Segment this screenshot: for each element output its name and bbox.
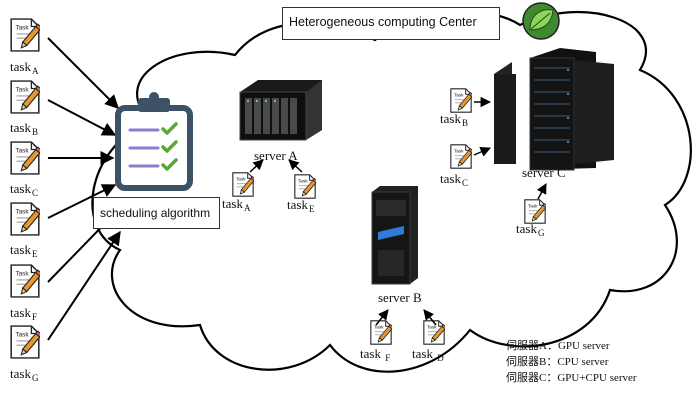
server-b-task-label: task D [412,346,444,364]
left-task-label: taskE [10,242,38,260]
server-c-task-label: taskB [440,111,468,129]
server-b-task-label: task F [360,346,391,364]
server-a-task-label: taskA [222,196,251,214]
left-task-label: taskF [10,305,37,323]
server-b-label: server B [378,290,422,305]
dispatch-arrows [47,37,121,341]
server-a-image [239,80,322,141]
left-task-label: taskA [10,59,39,77]
left-task-label: taskC [10,181,38,199]
left-task-label: taskB [10,120,38,138]
server-c-image [494,48,614,171]
clipboard-checklist-icon [115,92,193,191]
server-c-label: server C [522,165,566,180]
leaf-logo-icon [522,2,560,40]
scheduler-box: scheduling algorithm [93,197,220,229]
server-a-tasks [232,159,316,199]
server-c-task-label: taskG [516,221,545,239]
server-b-tasks [370,309,445,345]
left-task-label: taskG [10,366,39,384]
center-title-box: Heterogeneous computing Center [282,7,500,40]
server-c-task-label: taskC [440,171,468,189]
center-title: Heterogeneous computing Center [289,15,477,29]
server-a-label: server A [254,148,298,163]
legend-line-b: 伺服器B：CPU server [506,356,609,368]
server-c-tasks [450,88,547,224]
server-b-image [371,186,418,285]
legend-line-a: 伺服器A：GPU server [506,340,610,352]
legend-line-c: 伺服器C：GPU+CPU server [506,372,637,384]
server-a-task-label: taskE [287,197,315,215]
scheduler-label: scheduling algorithm [100,206,211,220]
